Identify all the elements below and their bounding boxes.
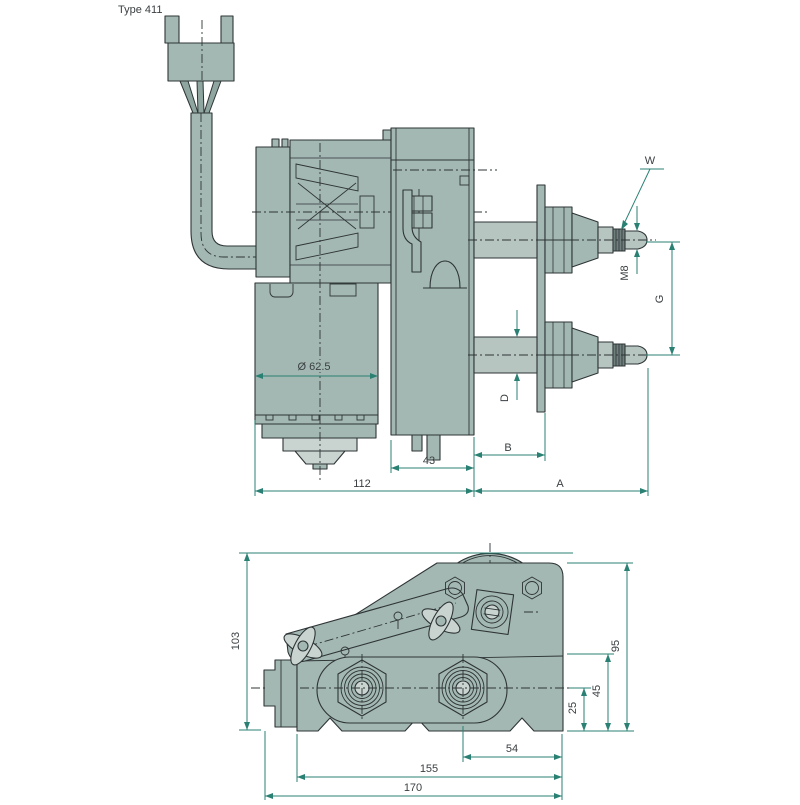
bearing-pad xyxy=(470,589,515,635)
dim-axis-height: 25 xyxy=(567,687,591,731)
bushing-length-label: B xyxy=(504,442,511,454)
motor-can xyxy=(254,282,379,416)
dim-knurl-w: W xyxy=(621,155,664,230)
dim-shaft-offset: 54 xyxy=(462,726,563,800)
shaft-nut xyxy=(544,239,573,274)
dim-pivot-height: 45 xyxy=(567,653,614,731)
motor-nose xyxy=(251,659,298,728)
shaft-offset-label: 54 xyxy=(506,743,518,755)
wire xyxy=(196,80,205,114)
dim-shaft-length-a: A xyxy=(474,368,649,496)
ball-joint xyxy=(429,260,461,289)
end-cap xyxy=(261,423,377,439)
star-washer xyxy=(421,601,461,641)
motor-circle xyxy=(455,552,525,565)
overall-height-label: 103 xyxy=(230,632,242,650)
motor-housing xyxy=(252,138,490,481)
star-washer xyxy=(283,626,323,666)
hex-screw xyxy=(522,576,542,600)
wire xyxy=(179,80,199,114)
connector-plug xyxy=(164,15,235,114)
shaft-length-label: A xyxy=(556,478,564,490)
dim-gearbox-depth: 43 xyxy=(390,437,475,497)
dim-shaft-spacing-g: G xyxy=(646,241,680,356)
overall-width-label: 170 xyxy=(404,782,422,794)
shaft-spacing-label: G xyxy=(654,295,666,304)
body-height-label: 95 xyxy=(610,640,622,652)
mounting-width-label: 155 xyxy=(420,763,438,775)
upper-shaft xyxy=(468,206,656,274)
gearbox-depth-label: 43 xyxy=(423,455,435,467)
dim-body-height: 95 xyxy=(567,562,634,732)
mounting-bracket xyxy=(382,127,497,461)
motor-diameter-label: Ø 62.5 xyxy=(297,361,330,373)
strap xyxy=(402,189,422,273)
hex-screw xyxy=(445,576,465,600)
lower-shaft xyxy=(468,321,656,389)
shaft-nut xyxy=(544,354,573,389)
dim-mounting-width: 155 xyxy=(296,734,562,782)
pivot-height-label: 45 xyxy=(591,685,603,697)
dim-bearing-diameter-d: D xyxy=(499,310,520,402)
pivot-point xyxy=(393,611,403,629)
dim-overall-width: 170 xyxy=(264,731,562,800)
dim-bushing-length-b: B xyxy=(474,413,546,461)
dim-motor-depth: 112 xyxy=(254,420,474,496)
axis-height-label: 25 xyxy=(567,702,579,714)
knurl-label: W xyxy=(645,155,656,167)
shaft-plate xyxy=(536,184,546,413)
cable-conduit xyxy=(190,112,264,270)
thread-label: M8 xyxy=(619,265,631,280)
shaft-nut xyxy=(544,206,573,241)
dim-overall-height: 103 xyxy=(230,552,573,731)
wire xyxy=(203,80,222,114)
top-view: 103 95 45 25 xyxy=(230,543,634,800)
type-label: Type 411 xyxy=(118,4,162,16)
shaft-nut xyxy=(544,321,573,356)
dim-thread-m8: M8 xyxy=(619,206,640,281)
motor-depth-label: 112 xyxy=(353,478,371,490)
side-view: Type 411 xyxy=(118,4,680,497)
dim-motor-diameter: Ø 62.5 xyxy=(255,360,378,379)
bearing-diameter-label: D xyxy=(499,394,511,402)
